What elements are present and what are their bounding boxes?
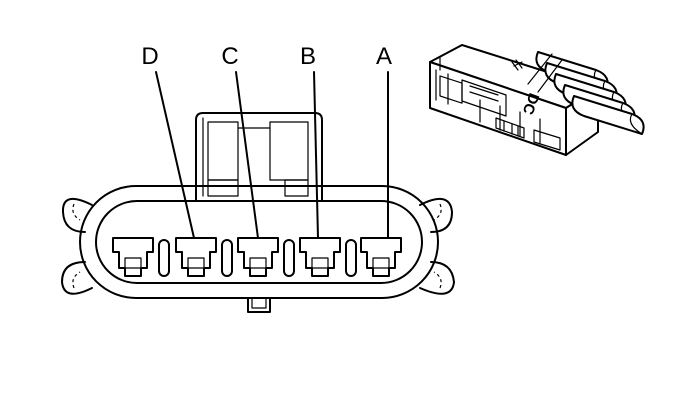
terminal-barrels — [535, 51, 645, 135]
connector-housing-outer — [79, 185, 439, 299]
pin-label-text: A — [376, 43, 392, 70]
separator-rib — [158, 239, 170, 277]
terminal-cavity-spare — [360, 237, 402, 277]
separator-rib — [345, 239, 357, 277]
polarization-key — [247, 297, 271, 313]
pin-label-text: D — [141, 43, 158, 70]
pin-label-c: C — [221, 43, 259, 239]
terminal-cavities — [112, 237, 402, 277]
terminal-cavity-d — [112, 237, 154, 277]
mounting-ear-left — [61, 197, 93, 295]
terminal-cavity-c — [175, 237, 217, 277]
mounting-ear-right — [419, 197, 455, 295]
pin-label-b: B — [300, 43, 319, 239]
locking-latch — [195, 112, 323, 201]
separator-rib — [283, 239, 295, 277]
cavity-separators — [158, 239, 357, 277]
connector-housing-inner — [95, 200, 423, 284]
pin-label-a: A — [376, 43, 392, 239]
terminal-cavity-b — [237, 237, 279, 277]
connector-isometric-inset: DC — [429, 44, 645, 156]
pin-label-text: C — [221, 43, 238, 70]
pin-label-text: B — [300, 43, 316, 70]
terminal-barrel — [571, 95, 645, 135]
terminal-cavity-a — [299, 237, 341, 277]
leader-line — [235, 71, 259, 239]
inset-embossed-text: DC — [519, 91, 542, 117]
leader-line — [313, 71, 319, 239]
separator-rib — [221, 239, 233, 277]
leader-line — [155, 71, 195, 239]
pin-label-d: D — [141, 43, 195, 239]
